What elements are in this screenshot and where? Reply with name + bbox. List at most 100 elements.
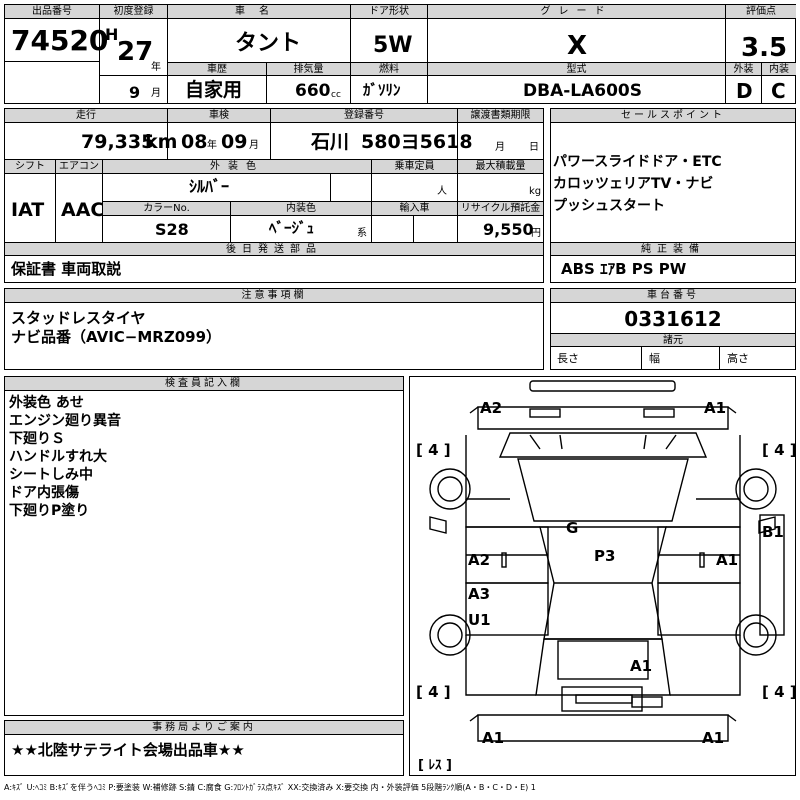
mark-right-door: A1 — [716, 551, 739, 569]
inspector-line: 下廻りP塗り — [9, 503, 90, 519]
exterior: D — [736, 79, 753, 103]
inspector-line: ドア内張傷 — [9, 485, 79, 501]
first-reg-label: 初度登録 — [100, 5, 167, 19]
mileage-label: 走行 — [5, 109, 167, 123]
chassis-box: 車台番号 0331612 諸元 長さ 幅 高さ — [550, 288, 796, 370]
car-name-label: 車名 — [168, 5, 350, 19]
plate-number: 580ヨ5618 — [361, 131, 473, 153]
car-name: タント — [235, 31, 302, 56]
inspection-month-unit: 月 — [249, 140, 259, 151]
shipped-parts-box: 保証書 車両取説 — [4, 255, 544, 283]
car-outline — [429, 380, 785, 742]
mark-windshield: G — [566, 519, 579, 537]
width-label: 幅 — [649, 352, 660, 365]
inspector-line: 外装色 あせ — [9, 395, 84, 411]
equipment-label: 純正装備 — [551, 243, 795, 256]
int-color: ﾍﾞｰｼﾞｭ — [269, 219, 315, 237]
notes-label: 注意事項欄 — [5, 289, 543, 303]
mark-right-edge: B1 — [762, 523, 784, 541]
capacity-unit: 人 — [437, 186, 447, 197]
max-load-label: 最大積載量 — [458, 160, 543, 174]
recycle-label: リサイクル預託金 — [458, 202, 543, 216]
mark-center: P3 — [594, 547, 616, 565]
height-label: 高さ — [727, 352, 749, 365]
mark-left-rear-a: A3 — [468, 585, 491, 603]
first-reg-year: 27 — [117, 37, 154, 67]
transfer-day-unit: 日 — [529, 142, 539, 153]
interior-label: 内装 — [762, 62, 796, 76]
mark-bottom-right: A1 — [702, 729, 725, 747]
ext-color-label: 外装色 — [103, 160, 371, 174]
chassis-label: 車台番号 — [551, 289, 795, 303]
shipped-parts: 保証書 車両取説 — [11, 260, 122, 278]
office-notice: ★★北陸サテライト会場出品車★★ — [11, 741, 245, 759]
int-color-suffix: 系 — [357, 228, 367, 239]
import-label: 輸入車 — [372, 202, 457, 216]
inspector-label: 検査員記入欄 — [5, 377, 403, 391]
max-load-unit: kg — [529, 186, 542, 197]
int-color-label: 内装色 — [231, 202, 371, 216]
inspector-box: 検査員記入欄 外装色 あせ エンジン廻り異音 下廻りＳ ハンドルすれ大 シートし… — [4, 376, 404, 716]
tire-front-right: [ 4 ] — [762, 441, 797, 459]
mark-top-left: A2 — [480, 399, 503, 417]
equipment: ABS ｴｱB PS PW — [561, 260, 687, 278]
grade-label: グレード — [428, 5, 725, 19]
office-label: 事務局よりご案内 — [5, 721, 403, 735]
dims-label: 諸元 — [551, 333, 795, 347]
shipped-parts-label: 後日発送部品 — [5, 243, 543, 256]
fuel: ｶﾞｿﾘﾝ — [363, 81, 401, 99]
tire-rear-right: [ 4 ] — [762, 683, 797, 701]
displacement-label: 排気量 — [267, 62, 350, 76]
header-info-box: 出品番号 初度登録 車名 ドア形状 グレード 評価点 74520 H 27 年 … — [4, 4, 796, 104]
era: H — [105, 25, 119, 44]
transfer-month-unit: 月 — [495, 142, 505, 153]
inspector-line: シートしみ中 — [9, 467, 93, 483]
sales-point-line: カロッツェリアTV・ナビ — [553, 176, 714, 192]
inspector-line: ハンドルすれ大 — [9, 449, 107, 465]
shift: IAT — [11, 199, 45, 221]
chassis-number: 0331612 — [624, 307, 722, 331]
note-line: ナビ品番（AVIC−MRZ099） — [11, 328, 222, 346]
sales-point-line: パワースライドドア・ETC — [553, 154, 722, 170]
lot-number-label: 出品番号 — [5, 5, 99, 19]
transfer-label: 譲渡書類期限 — [458, 109, 543, 123]
lot-number: 74520 — [11, 24, 109, 57]
mark-left-rear-u: U1 — [468, 611, 491, 629]
score: 3.5 — [741, 33, 788, 63]
year-unit: 年 — [151, 62, 161, 73]
color-no: S28 — [155, 220, 189, 239]
plate-label: 登録番号 — [271, 109, 457, 123]
month-unit: 月 — [151, 88, 161, 99]
recycle-unit: 円 — [531, 228, 541, 239]
mileage: 79,335 — [81, 131, 155, 153]
tire-rear-left: [ 4 ] — [416, 683, 451, 701]
inspection-month: 09 — [221, 131, 248, 153]
spare-tire: [ ﾚｽ ] — [418, 758, 452, 773]
notes-box: 注意事項欄 スタッドレスタイヤ ナビ品番（AVIC−MRZ099） — [4, 288, 544, 370]
inspection-year-unit: 年 — [207, 140, 217, 151]
ext-color: ｼﾙﾊﾞｰ — [189, 177, 230, 196]
ac-label: エアコン — [56, 160, 102, 174]
equipment-box: ABS ｴｱB PS PW — [550, 255, 796, 283]
sales-points-label: セールスポイント — [551, 109, 795, 123]
length-label: 長さ — [557, 352, 579, 365]
mark-rear-center: A1 — [630, 657, 653, 675]
capacity-label: 乗車定員 — [372, 160, 457, 174]
inspector-line: エンジン廻り異音 — [9, 413, 121, 429]
legend: A:ｷｽﾞ U:ﾍｺﾐ B:ｷｽﾞを伴うﾍｺﾐ P:要塗装 W:補修跡 S:錆 … — [4, 783, 536, 792]
grade: X — [567, 31, 588, 61]
office-box: 事務局よりご案内 ★★北陸サテライト会場出品車★★ — [4, 720, 404, 776]
inspection-year: 08 — [181, 131, 208, 153]
sales-point-line: プッシュスタート — [553, 198, 665, 214]
model-label: 型式 — [428, 62, 725, 76]
interior: C — [771, 79, 786, 103]
car-diagram: [ 4 ] [ 4 ] [ 4 ] [ 4 ] [ ﾚｽ ] A2 A1 G A… — [409, 376, 797, 776]
inspector-line: 下廻りＳ — [9, 431, 65, 447]
first-reg-month: 9 — [129, 83, 141, 102]
door-label: ドア形状 — [351, 5, 427, 19]
score-label: 評価点 — [726, 5, 796, 19]
mark-left-door: A2 — [468, 551, 491, 569]
recycle: 9,550 — [483, 220, 534, 239]
note-line: スタッドレスタイヤ — [11, 309, 146, 327]
color-no-label: カラーNo. — [103, 202, 230, 216]
